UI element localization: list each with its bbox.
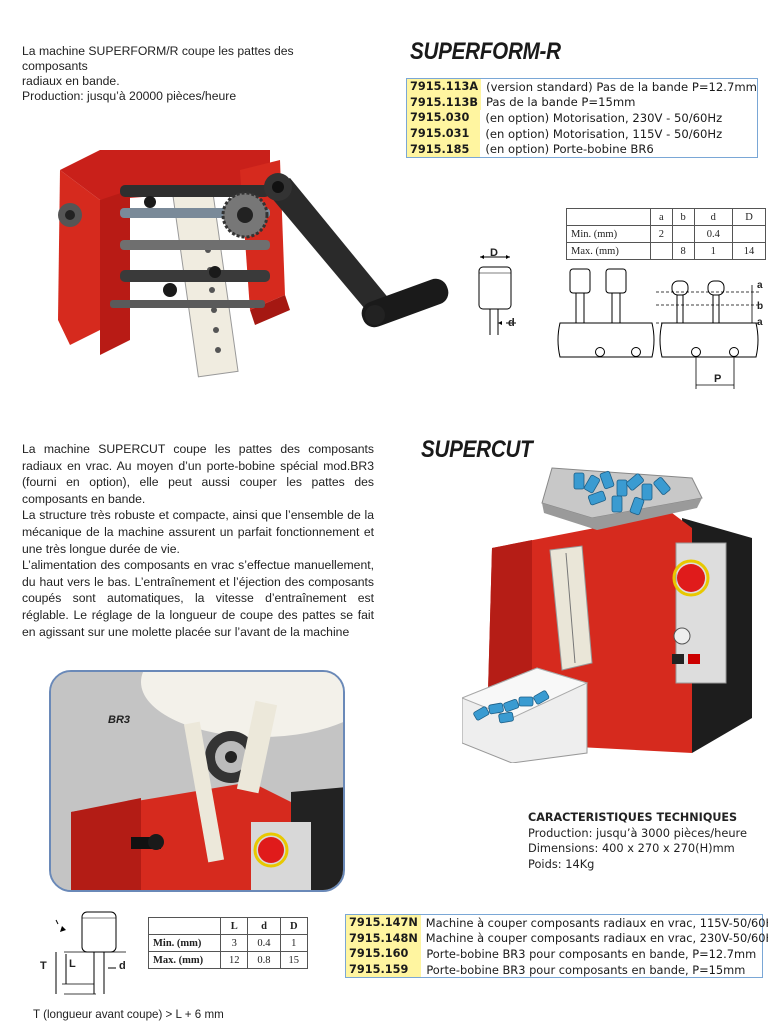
code-row: 7915.148N Machine à couper composants rad… [346, 930, 768, 947]
tape-label-a: a [757, 280, 763, 291]
table-cell: 2 [650, 225, 673, 243]
product-desc: (version standard) Pas de la bande P=12.… [486, 79, 757, 94]
product-desc: Machine à couper composants radiaux en v… [425, 931, 768, 946]
supercut-diagram-label-L: L [69, 958, 76, 970]
product-desc: Pas de la bande P=15mm [485, 95, 636, 110]
table-row: Max. (mm) 8 1 14 [566, 242, 766, 260]
superform-code-list: 7915.113A (version standard) Pas de la ba… [406, 78, 758, 158]
product-desc: Porte-bobine BR3 pour composants en band… [426, 962, 746, 977]
code-row: 7915.160 Porte-bobine BR3 pour composants… [346, 946, 762, 962]
superform-intro-line-3: Production: jusqu’à 20000 pièces/heure [22, 89, 237, 103]
supercut-dimension-table: L d D Min. (mm) 3 0.4 1 Max. (mm) 12 0.8… [148, 917, 309, 969]
table-header-cell [566, 208, 651, 226]
code-row: 7915.031 (en option) Motorisation, 115V -… [407, 125, 757, 142]
product-code: 7915.185 [407, 141, 481, 157]
specs-line: Production: jusqu’à 3000 pièces/heure [528, 825, 747, 840]
table-header-cell: a [650, 208, 673, 226]
specs-line: Poids: 14Kg [528, 856, 595, 871]
table-cell [732, 225, 766, 243]
table-header-cell [148, 917, 221, 935]
row-label: Min. (mm) [566, 225, 651, 243]
superform-diagram-label-d: d [508, 317, 515, 329]
superform-tape-diagram [557, 268, 761, 389]
superform-dimension-table: a b d D Min. (mm) 2 0.4 Max. (mm) 8 1 14 [566, 208, 766, 260]
supercut-footnote: T (longueur avant coupe) > L + 6 mm [33, 1008, 224, 1021]
product-code: 7915.113B [407, 94, 481, 111]
table-header-cell: D [279, 917, 309, 935]
table-cell: 15 [279, 951, 309, 969]
table-header-row: a b d D [566, 208, 766, 226]
table-header-cell: L [219, 917, 249, 935]
supercut-machine-image [462, 467, 752, 763]
supercut-paragraph-1: La machine SUPERCUT coupe les pattes des… [22, 442, 374, 506]
product-code: 7915.159 [346, 961, 422, 978]
supercut-title: SUPERCUT [421, 436, 533, 463]
table-row: Max. (mm) 12 0.8 15 [148, 951, 309, 969]
table-row: Min. (mm) 3 0.4 1 [148, 934, 309, 952]
tape-label-a2: a [757, 317, 763, 328]
specs-heading: CARACTERISTIQUES TECHNIQUES [528, 811, 738, 824]
table-cell: 0.4 [247, 934, 281, 952]
superform-diagram-label-D: D [490, 247, 498, 259]
row-label: Max. (mm) [148, 951, 221, 969]
product-desc: (en option) Motorisation, 115V - 50/60Hz [485, 126, 723, 141]
code-row: 7915.185 (en option) Porte-bobine BR6 [407, 141, 757, 157]
table-cell: 3 [219, 934, 249, 952]
supercut-paragraph-3: L’alimentation des composants en vrac s’… [22, 558, 374, 639]
supercut-code-list: 7915.147N Machine à couper composants rad… [345, 914, 768, 979]
supercut-description: La machine SUPERCUT coupe les pattes des… [22, 441, 374, 640]
code-row: 7915.147N Machine à couper composants rad… [346, 915, 768, 931]
product-code: 7915.160 [346, 946, 422, 962]
table-cell: 1 [279, 934, 309, 952]
table-cell: 14 [732, 242, 766, 260]
superform-intro-line-2: radiaux en bande. [22, 74, 120, 88]
product-desc: Porte-bobine BR3 pour composants en band… [426, 946, 757, 961]
superform-title: SUPERFORM-R [410, 38, 561, 65]
code-row: 7915.113A (version standard) Pas de la ba… [407, 79, 757, 95]
product-code: 7915.148N [346, 930, 421, 947]
table-cell: 8 [671, 242, 695, 260]
table-header-cell: b [671, 208, 695, 226]
superform-capacitor-diagram [478, 255, 516, 335]
product-desc: (en option) Porte-bobine BR6 [485, 142, 654, 157]
row-label: Min. (mm) [148, 934, 221, 952]
technical-specs: CARACTERISTIQUES TECHNIQUES Production: … [528, 810, 764, 872]
product-desc: (en option) Motorisation, 230V - 50/60Hz [485, 110, 723, 125]
row-label: Max. (mm) [566, 242, 651, 260]
supercut-diagram-label-T: T [40, 960, 47, 972]
table-cell [650, 242, 673, 260]
tape-label-P: P [714, 373, 722, 385]
br3-label: BR3 [108, 714, 131, 726]
code-row: 7915.113B Pas de la bande P=15mm [407, 94, 757, 111]
table-cell: 0.4 [693, 225, 734, 243]
table-header-cell: D [732, 208, 766, 226]
superform-machine-image [58, 150, 449, 378]
supercut-paragraph-2: La structure très robuste et compacte, a… [22, 508, 374, 556]
supercut-diagram-label-d: d [119, 960, 126, 972]
table-header-row: L d D [148, 917, 309, 935]
supercut-capacitor-diagram [55, 911, 126, 995]
table-cell: 12 [219, 951, 249, 969]
product-code: 7915.113A [407, 79, 482, 95]
table-header-cell: d [247, 917, 281, 935]
product-code: 7915.030 [407, 110, 481, 126]
tape-label-b: b [757, 301, 764, 312]
table-row: Min. (mm) 2 0.4 [566, 225, 766, 243]
product-code: 7915.031 [407, 125, 481, 142]
specs-line: Dimensions: 400 x 270 x 270(H)mm [528, 841, 735, 855]
table-cell: 1 [693, 242, 734, 260]
superform-intro-line-1: La machine SUPERFORM/R coupe les pattes … [22, 44, 294, 73]
table-header-cell: d [693, 208, 734, 226]
br3-illustration [51, 672, 343, 890]
code-row: 7915.030 (en option) Motorisation, 230V -… [407, 110, 757, 126]
br3-inset-photo: BR3 [49, 670, 345, 892]
superform-intro: La machine SUPERFORM/R coupe les pattes … [22, 44, 362, 104]
table-cell [671, 225, 695, 243]
product-desc: Machine à couper composants radiaux en v… [425, 915, 768, 930]
table-cell: 0.8 [247, 951, 281, 969]
product-code: 7915.147N [346, 915, 421, 931]
code-row: 7915.159 Porte-bobine BR3 pour composants… [346, 961, 762, 978]
